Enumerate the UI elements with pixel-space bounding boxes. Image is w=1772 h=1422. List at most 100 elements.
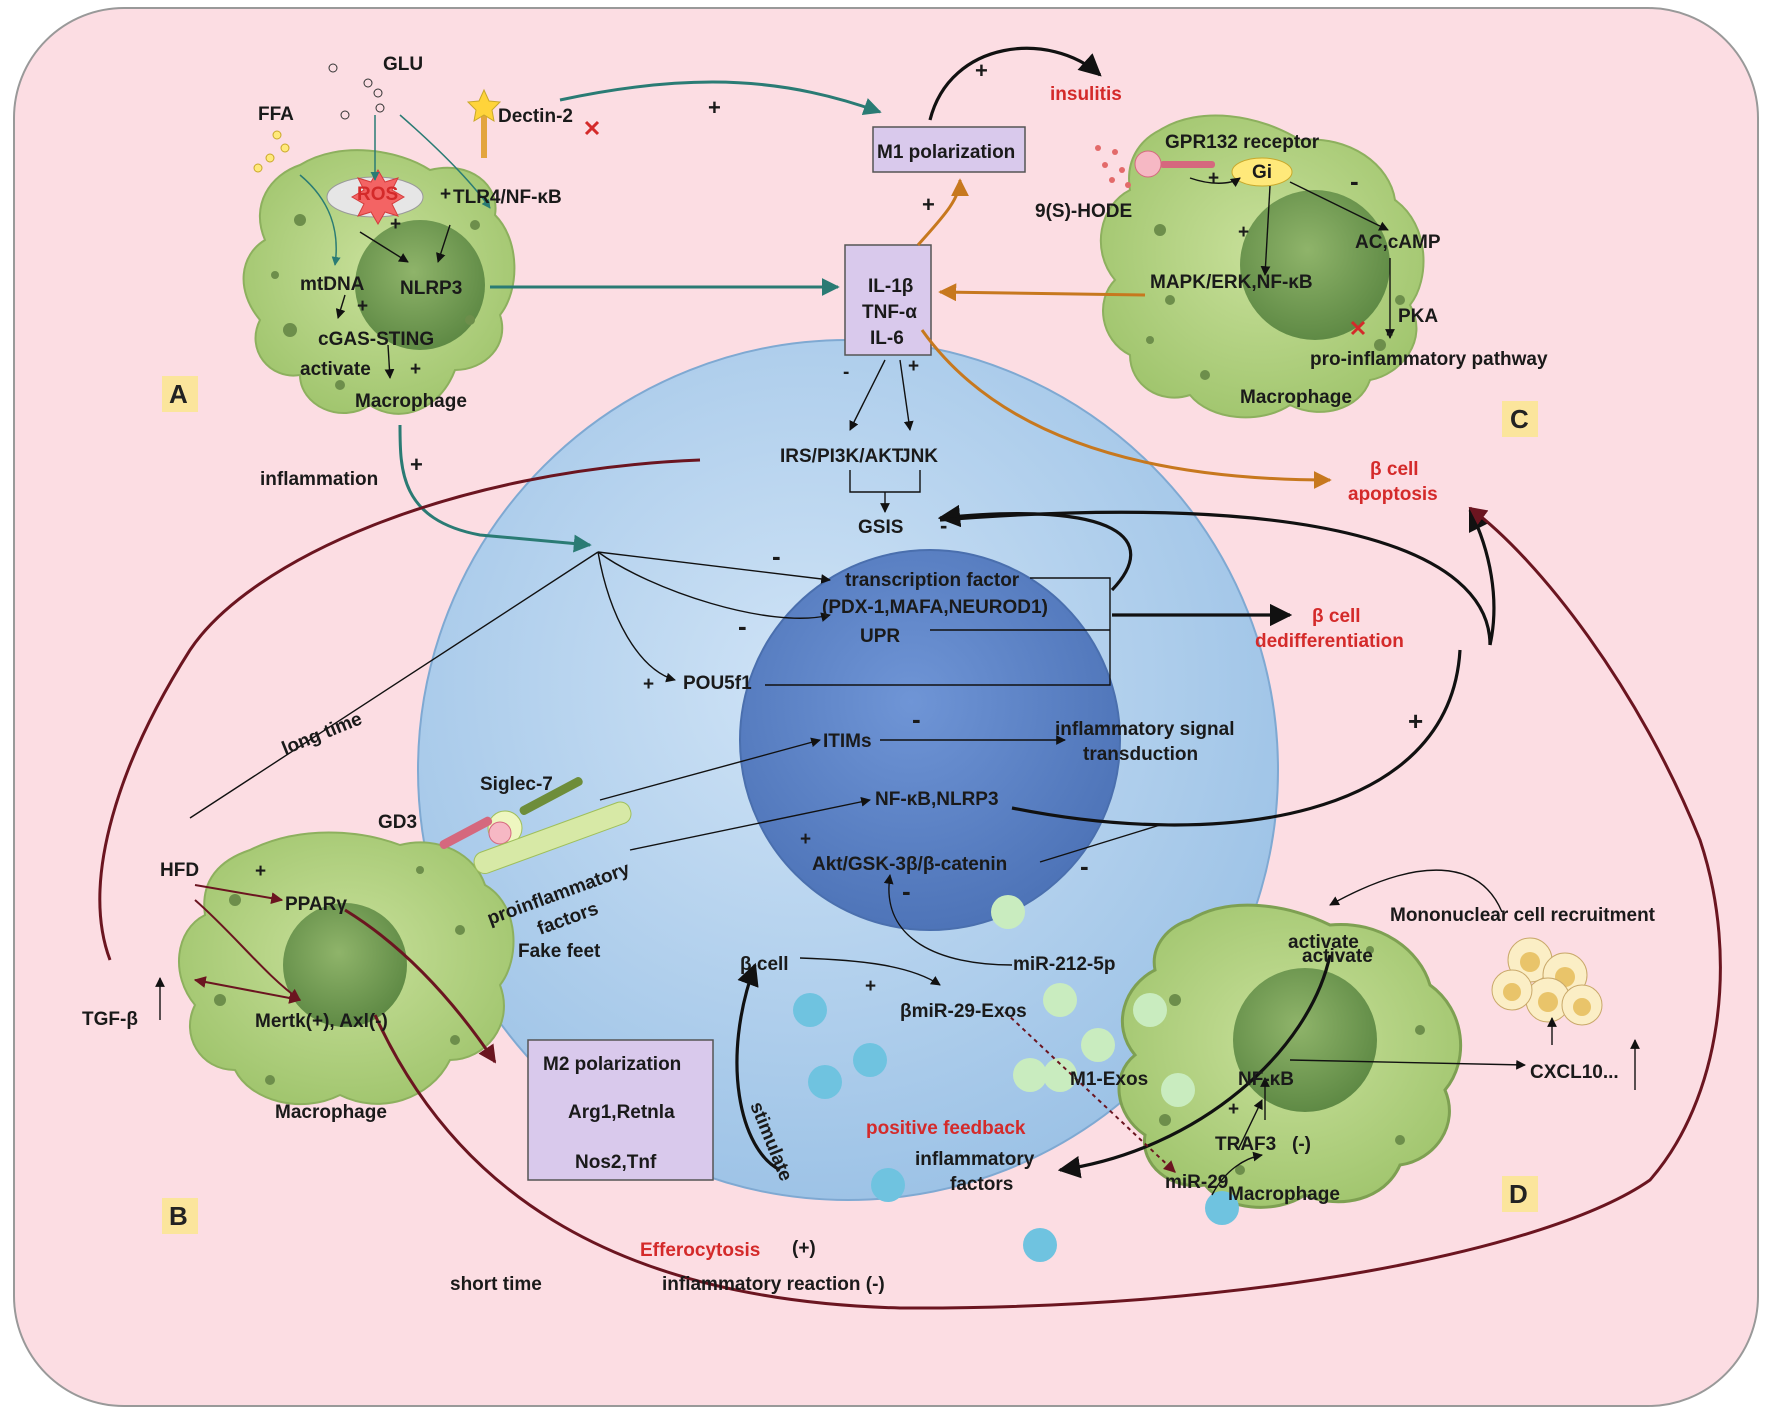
pro-inflammatory-pathway-label: pro-inflammatory pathway (1310, 349, 1548, 370)
panel-label-a: A (169, 379, 188, 409)
macrophage-a-label: Macrophage (355, 391, 467, 412)
m2-polarization-label: M2 polarization (543, 1054, 681, 1075)
mapk-label: MAPK/ERK,NF-κB (1150, 272, 1313, 293)
gpr132-receptor-icon (1134, 150, 1215, 178)
panel-label-d: D (1509, 1179, 1528, 1209)
hode-dot-icon (1109, 177, 1115, 183)
beta-apoptosis-label: β cell (1370, 459, 1419, 480)
tgf-beta-label: TGF-β (82, 1009, 138, 1030)
beta-cell-label: β cell (740, 954, 789, 975)
svg-text:+: + (1238, 222, 1249, 243)
cgas-sting-label: cGAS-STING (318, 329, 434, 350)
black-thin-arrows (155, 177, 1640, 1196)
macrophage-d-label: Macrophage (1228, 1184, 1340, 1205)
inflammatory-signal-label: inflammatory signal (1055, 719, 1235, 740)
akt-gsk-label: Akt/GSK-3β/β-catenin (812, 854, 1007, 875)
activate-label-d: activate (1288, 932, 1359, 953)
svg-text:+: + (643, 674, 654, 695)
macrophage-b-label: Macrophage (275, 1102, 387, 1123)
svg-text:+: + (708, 95, 721, 120)
black-bold-arrows (735, 46, 1496, 1179)
macrophage-d (1117, 903, 1463, 1209)
hode-dot-icon (1125, 182, 1131, 188)
nfkb-label-d: NF-κB (1238, 1069, 1294, 1090)
macrophage-b (178, 831, 515, 1106)
ppar-gamma-label: PPARγ (285, 894, 347, 915)
svg-text:-: - (738, 611, 747, 641)
maroon-arrows (98, 458, 1722, 1310)
svg-text:-: - (843, 362, 849, 383)
efferocytosis-sign: (+) (792, 1238, 816, 1259)
m2-polarization-box (527, 1039, 714, 1181)
dotted-mir29-arrow (1004, 1011, 1176, 1173)
m1-exos-label: M1-Exos (1070, 1069, 1148, 1090)
mtdna-label: mtDNA (300, 274, 365, 295)
mononuclear-recruitment-label: Mononuclear cell recruitment (1390, 905, 1656, 926)
irs-label: IRS/PI3K/AKT (780, 446, 904, 467)
cytokine-tnfa: TNF-α (862, 302, 917, 323)
inflammatory-factors-label-2: factors (950, 1174, 1013, 1195)
svg-text:+: + (1208, 168, 1219, 189)
ffa-label: FFA (258, 104, 294, 125)
nos2-tnf-label: Nos2,Tnf (575, 1152, 657, 1173)
svg-text:+: + (800, 829, 811, 850)
beta-apoptosis-label-2: apoptosis (1348, 484, 1438, 505)
pou5f1-label: POU5f1 (683, 673, 752, 694)
svg-text:-: - (902, 876, 911, 906)
transcription-factor-list: (PDX-1,MAFA,NEUROD1) (822, 597, 1048, 618)
ac-camp-label: AC,cAMP (1355, 232, 1441, 253)
nfkb-nlrp3-label: NF-κB,NLRP3 (875, 789, 999, 810)
mir-212-label: miR-212-5p (1013, 954, 1115, 975)
activate-label: activate (300, 359, 371, 380)
panel-label-a-box (162, 376, 198, 412)
svg-text:+: + (357, 296, 368, 317)
macrophage-c-label: Macrophage (1240, 387, 1352, 408)
svg-text:+: + (390, 214, 401, 235)
arg1-retnla-label: Arg1,Retnla (568, 1102, 675, 1123)
transcription-factor-label: transcription factor (845, 570, 1020, 591)
bmir29-exos-label: βmiR-29-Exos (900, 1001, 1027, 1022)
ros-label: ROS (357, 184, 398, 205)
traf3-label: TRAF3 (1215, 1134, 1276, 1155)
fake-feet-pseudopod (473, 801, 632, 875)
hode-dot-icon (1102, 162, 1108, 168)
traf3-sign: (-) (1292, 1134, 1311, 1155)
mir-29-label: miR-29 (1165, 1172, 1228, 1193)
svg-text:+: + (908, 356, 919, 377)
orange-arrows (916, 178, 1332, 489)
short-time-label: short time (450, 1274, 542, 1295)
infiammatory-reaction-label: infiammatory reaction (-) (662, 1274, 885, 1295)
teal-arrows (398, 80, 882, 553)
panel-label-b-box (162, 1198, 198, 1234)
cytokine-box (844, 244, 932, 356)
hode-dot-icon (1119, 167, 1125, 173)
inflammation-label: inflammation (260, 469, 378, 490)
svg-text:-: - (940, 513, 947, 538)
gi-label: Gi (1252, 162, 1272, 183)
glu-label: GLU (383, 54, 423, 75)
hode-dot-icon (1095, 145, 1101, 151)
itims-label: ITIMs (823, 731, 872, 752)
hode-label: 9(S)-HODE (1035, 201, 1132, 222)
exosome-dots (793, 895, 1239, 1262)
ffa-dot-icon (280, 143, 290, 153)
gpr132-label: GPR132 receptor (1165, 132, 1320, 153)
dectin-2-label: Dectin-2 (498, 106, 573, 127)
beta-dediff-label-2: dedifferentiation (1255, 631, 1404, 652)
red-x-marks (584, 120, 1366, 336)
m1-polarization-label: M1 polarization (877, 142, 1015, 163)
svg-text:+: + (1408, 706, 1423, 736)
gsis-label: GSIS (858, 517, 903, 538)
cxcl10-label: CXCL10... (1530, 1062, 1619, 1083)
mertk-axl-label: Mertk(+), Axl(-) (255, 1011, 388, 1032)
glucose-dot-icon (363, 78, 373, 88)
ffa-dot-icon (265, 153, 275, 163)
hode-dot-icon (1112, 149, 1118, 155)
mitochondrion-icon (326, 169, 424, 225)
ffa-dot-icon (253, 163, 263, 173)
macrophage-a (242, 149, 516, 415)
m1-polarization-box (872, 126, 1026, 173)
panel-label-c: C (1510, 404, 1529, 434)
gd3-label: GD3 (378, 812, 417, 833)
